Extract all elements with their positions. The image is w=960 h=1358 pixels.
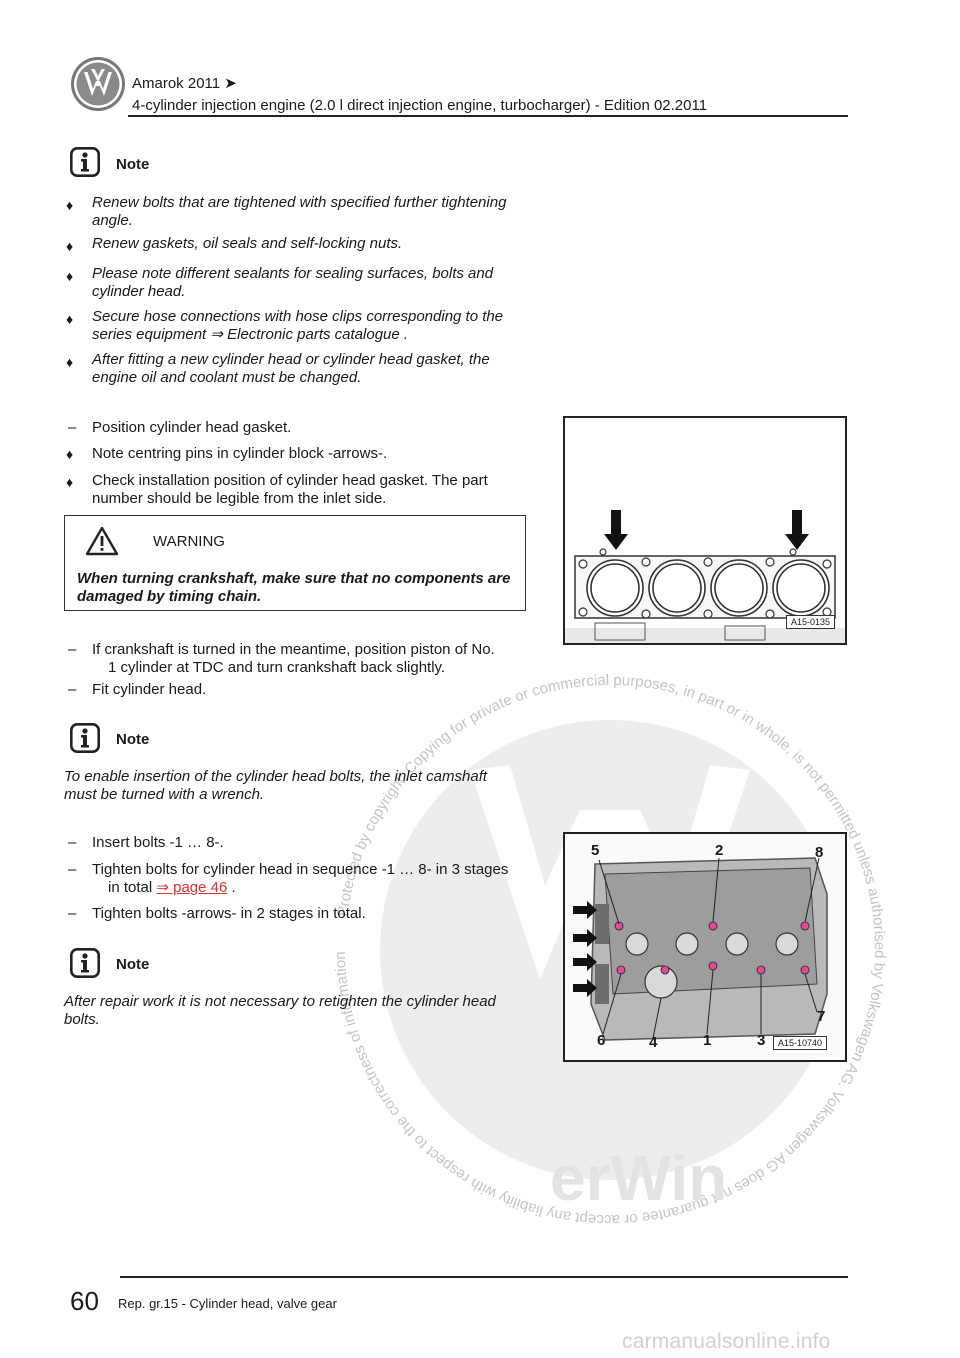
note-heading: Note xyxy=(116,731,150,748)
callout-2: 2 xyxy=(715,842,724,859)
dash-icon: – xyxy=(68,641,77,658)
figure-cylinder-head-gasket: A15-0135 xyxy=(563,416,847,645)
watermark-brand: erWin xyxy=(550,1142,727,1214)
figure-label: A15-10740 xyxy=(773,1036,828,1050)
gasket-illustration xyxy=(565,510,845,643)
warning-box: WARNING When turning crankshaft, make su… xyxy=(64,515,526,611)
step-text: Fit cylinder head. xyxy=(92,681,207,698)
dash-icon: – xyxy=(68,834,77,851)
header-rule xyxy=(128,115,848,117)
bullet-icon: ♦ xyxy=(66,474,74,490)
note-heading: Note xyxy=(116,956,150,973)
warning-text: When turning crankshaft, make sure that … xyxy=(77,570,511,605)
bullet-icon: ♦ xyxy=(66,354,74,370)
vw-logo xyxy=(71,57,125,111)
note-heading: Note xyxy=(116,156,150,173)
dash-icon: – xyxy=(68,905,77,922)
note-item: After fitting a new cylinder head or cyl… xyxy=(92,351,490,386)
warning-heading: WARNING xyxy=(153,533,225,550)
step-text: Insert bolts -1 … 8-. xyxy=(92,834,224,851)
callout-4: 4 xyxy=(649,1034,658,1051)
figure-cylinder-head-bolts: 5 2 8 7 6 4 1 3 A15-10740 xyxy=(563,832,847,1062)
site-watermark: carmanualsonline.info xyxy=(622,1330,831,1353)
page-number: 60 xyxy=(70,1286,99,1316)
callout-6: 6 xyxy=(597,1032,606,1049)
step-text: Note centring pins in cylinder block -ar… xyxy=(92,445,388,462)
callout-7: 7 xyxy=(817,1008,826,1025)
bullet-icon: ♦ xyxy=(66,311,74,327)
figure-label: A15-0135 xyxy=(785,615,835,629)
step-text: Check installation position of cylinder … xyxy=(92,472,488,507)
warning-triangle-icon xyxy=(85,526,119,556)
chapter-title: Rep. gr.15 - Cylinder head, valve gear xyxy=(118,1296,337,1311)
manual-model: Amarok 2011 ➤ xyxy=(132,75,237,92)
step-text: Position cylinder head gasket. xyxy=(92,419,292,436)
callout-8: 8 xyxy=(815,844,824,861)
info-icon xyxy=(70,723,100,753)
step-text: Tighten bolts for cylinder head in seque… xyxy=(92,861,509,896)
callout-3: 3 xyxy=(757,1032,766,1049)
note-item: Secure hose connections with hose clips … xyxy=(92,308,504,343)
bullet-icon: ♦ xyxy=(66,446,74,462)
bullet-icon: ♦ xyxy=(66,238,74,254)
note-item: Renew bolts that are tightened with spec… xyxy=(92,194,507,229)
note-item: Renew gaskets, oil seals and self-lockin… xyxy=(92,235,403,252)
note-text: To enable insertion of the cylinder head… xyxy=(64,768,488,803)
bullet-icon: ♦ xyxy=(66,197,74,213)
manual-title: 4-cylinder injection engine (2.0 l direc… xyxy=(132,97,708,114)
note-item: Please note different sealants for seali… xyxy=(92,265,494,300)
dash-icon: – xyxy=(68,861,77,878)
footer-rule xyxy=(120,1276,848,1278)
step-text: Tighten bolts -arrows- in 2 stages in to… xyxy=(92,905,366,922)
callout-1: 1 xyxy=(703,1032,712,1049)
note-text: After repair work it is not necessary to… xyxy=(64,993,496,1028)
dash-icon: – xyxy=(68,419,77,436)
bullet-icon: ♦ xyxy=(66,268,74,284)
cylinder-head-illustration xyxy=(565,834,845,1060)
callout-5: 5 xyxy=(591,842,600,859)
step-text: If crankshaft is turned in the meantime,… xyxy=(92,641,495,676)
info-icon xyxy=(70,147,100,177)
info-icon xyxy=(70,948,100,978)
page-46-link[interactable]: ⇒ page 46 xyxy=(156,879,228,896)
dash-icon: – xyxy=(68,681,77,698)
